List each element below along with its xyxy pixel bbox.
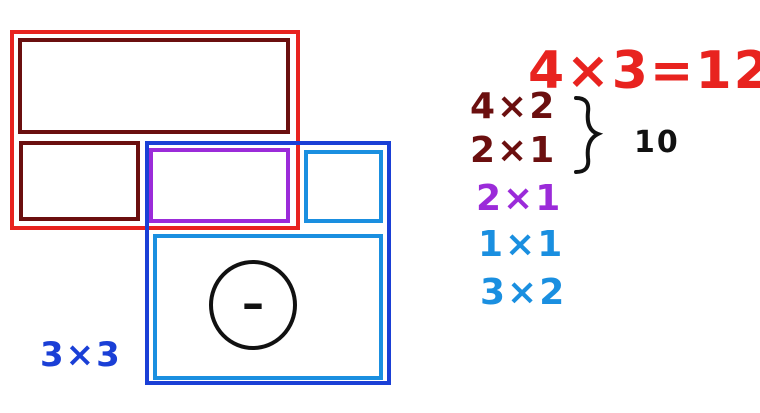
blue-outer-rect: [145, 141, 391, 385]
term-3x2: 3×2: [480, 272, 566, 313]
term-1x1: 1×1: [478, 224, 564, 265]
light-blue-large-rect: [153, 234, 383, 380]
purple-overlap-rect: [149, 148, 290, 223]
minus-circle: [209, 260, 297, 350]
curly-brace: [574, 96, 604, 174]
term-2x1-maroon: 2×1: [470, 130, 556, 171]
maroon-top-rect: [18, 38, 290, 134]
region-label-3x3: 3×3: [40, 335, 122, 375]
maroon-bottom-left-rect: [19, 141, 140, 221]
term-4x2: 4×2: [470, 86, 556, 127]
minus-symbol: –: [242, 278, 264, 329]
equation-label: 4×3=12: [528, 41, 760, 101]
term-2x1-purple: 2×1: [476, 178, 562, 219]
light-blue-small-rect: [304, 150, 383, 223]
red-outer-rect: [10, 30, 300, 230]
brace-total: 10: [634, 125, 680, 160]
